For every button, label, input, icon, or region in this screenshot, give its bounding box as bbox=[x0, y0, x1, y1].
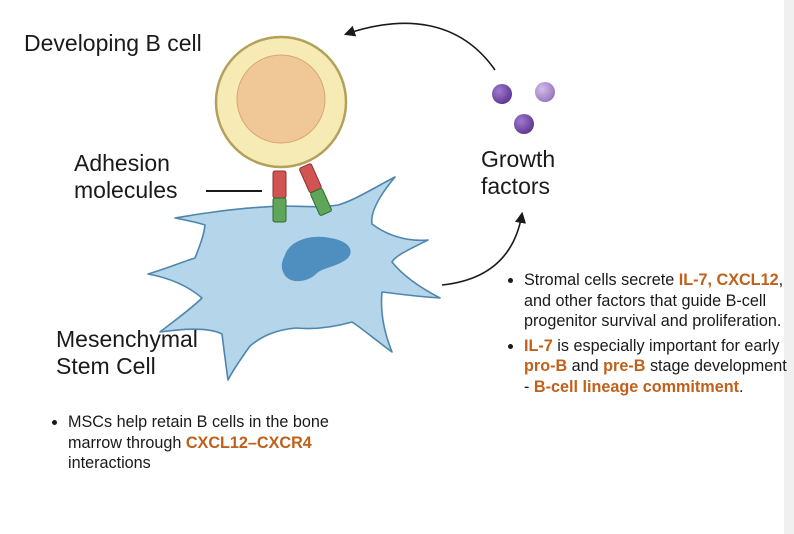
msc-label-line-2: Stem Cell bbox=[56, 353, 156, 379]
growth-factors-label: Growth factors bbox=[481, 146, 555, 200]
stromal-bullet-item-2: IL-7 is especially important for early p… bbox=[524, 336, 794, 398]
arrow-to-b-cell bbox=[343, 22, 496, 71]
growth-factor-light bbox=[535, 82, 555, 102]
msc-label-line-1: Mesenchymal bbox=[56, 326, 198, 352]
developing-b-cell-label: Developing B cell bbox=[24, 30, 202, 56]
adhesion-label-line-1: Adhesion bbox=[74, 150, 170, 176]
growth-factor-dark-2 bbox=[514, 114, 534, 134]
growth-label-line-1: Growth bbox=[481, 146, 556, 172]
msc-bullet-item: MSCs help retain B cells in the bone mar… bbox=[68, 412, 358, 474]
growth-label-line-2: factors bbox=[481, 173, 551, 199]
growth-factor-dark-1 bbox=[492, 84, 512, 104]
stromal-cell-nucleus bbox=[281, 236, 351, 282]
right-edge-strip bbox=[784, 0, 794, 534]
adhesion-molecules-label: Adhesion molecules bbox=[74, 150, 178, 204]
b-cell-nucleus bbox=[236, 54, 326, 144]
adhesion-label-line-2: molecules bbox=[74, 177, 178, 203]
adhesion-molecule-right bbox=[299, 163, 332, 216]
stromal-bullet-list: Stromal cells secrete IL-7, CXCL12, and … bbox=[506, 270, 794, 401]
arrow-to-growth-factors bbox=[441, 211, 527, 286]
mesenchymal-stem-cell-label: Mesenchymal Stem Cell bbox=[56, 326, 198, 380]
stromal-bullet-item-1: Stromal cells secrete IL-7, CXCL12, and … bbox=[524, 270, 794, 332]
msc-bullet-list: MSCs help retain B cells in the bone mar… bbox=[50, 412, 358, 478]
adhesion-molecule-left bbox=[272, 170, 287, 223]
